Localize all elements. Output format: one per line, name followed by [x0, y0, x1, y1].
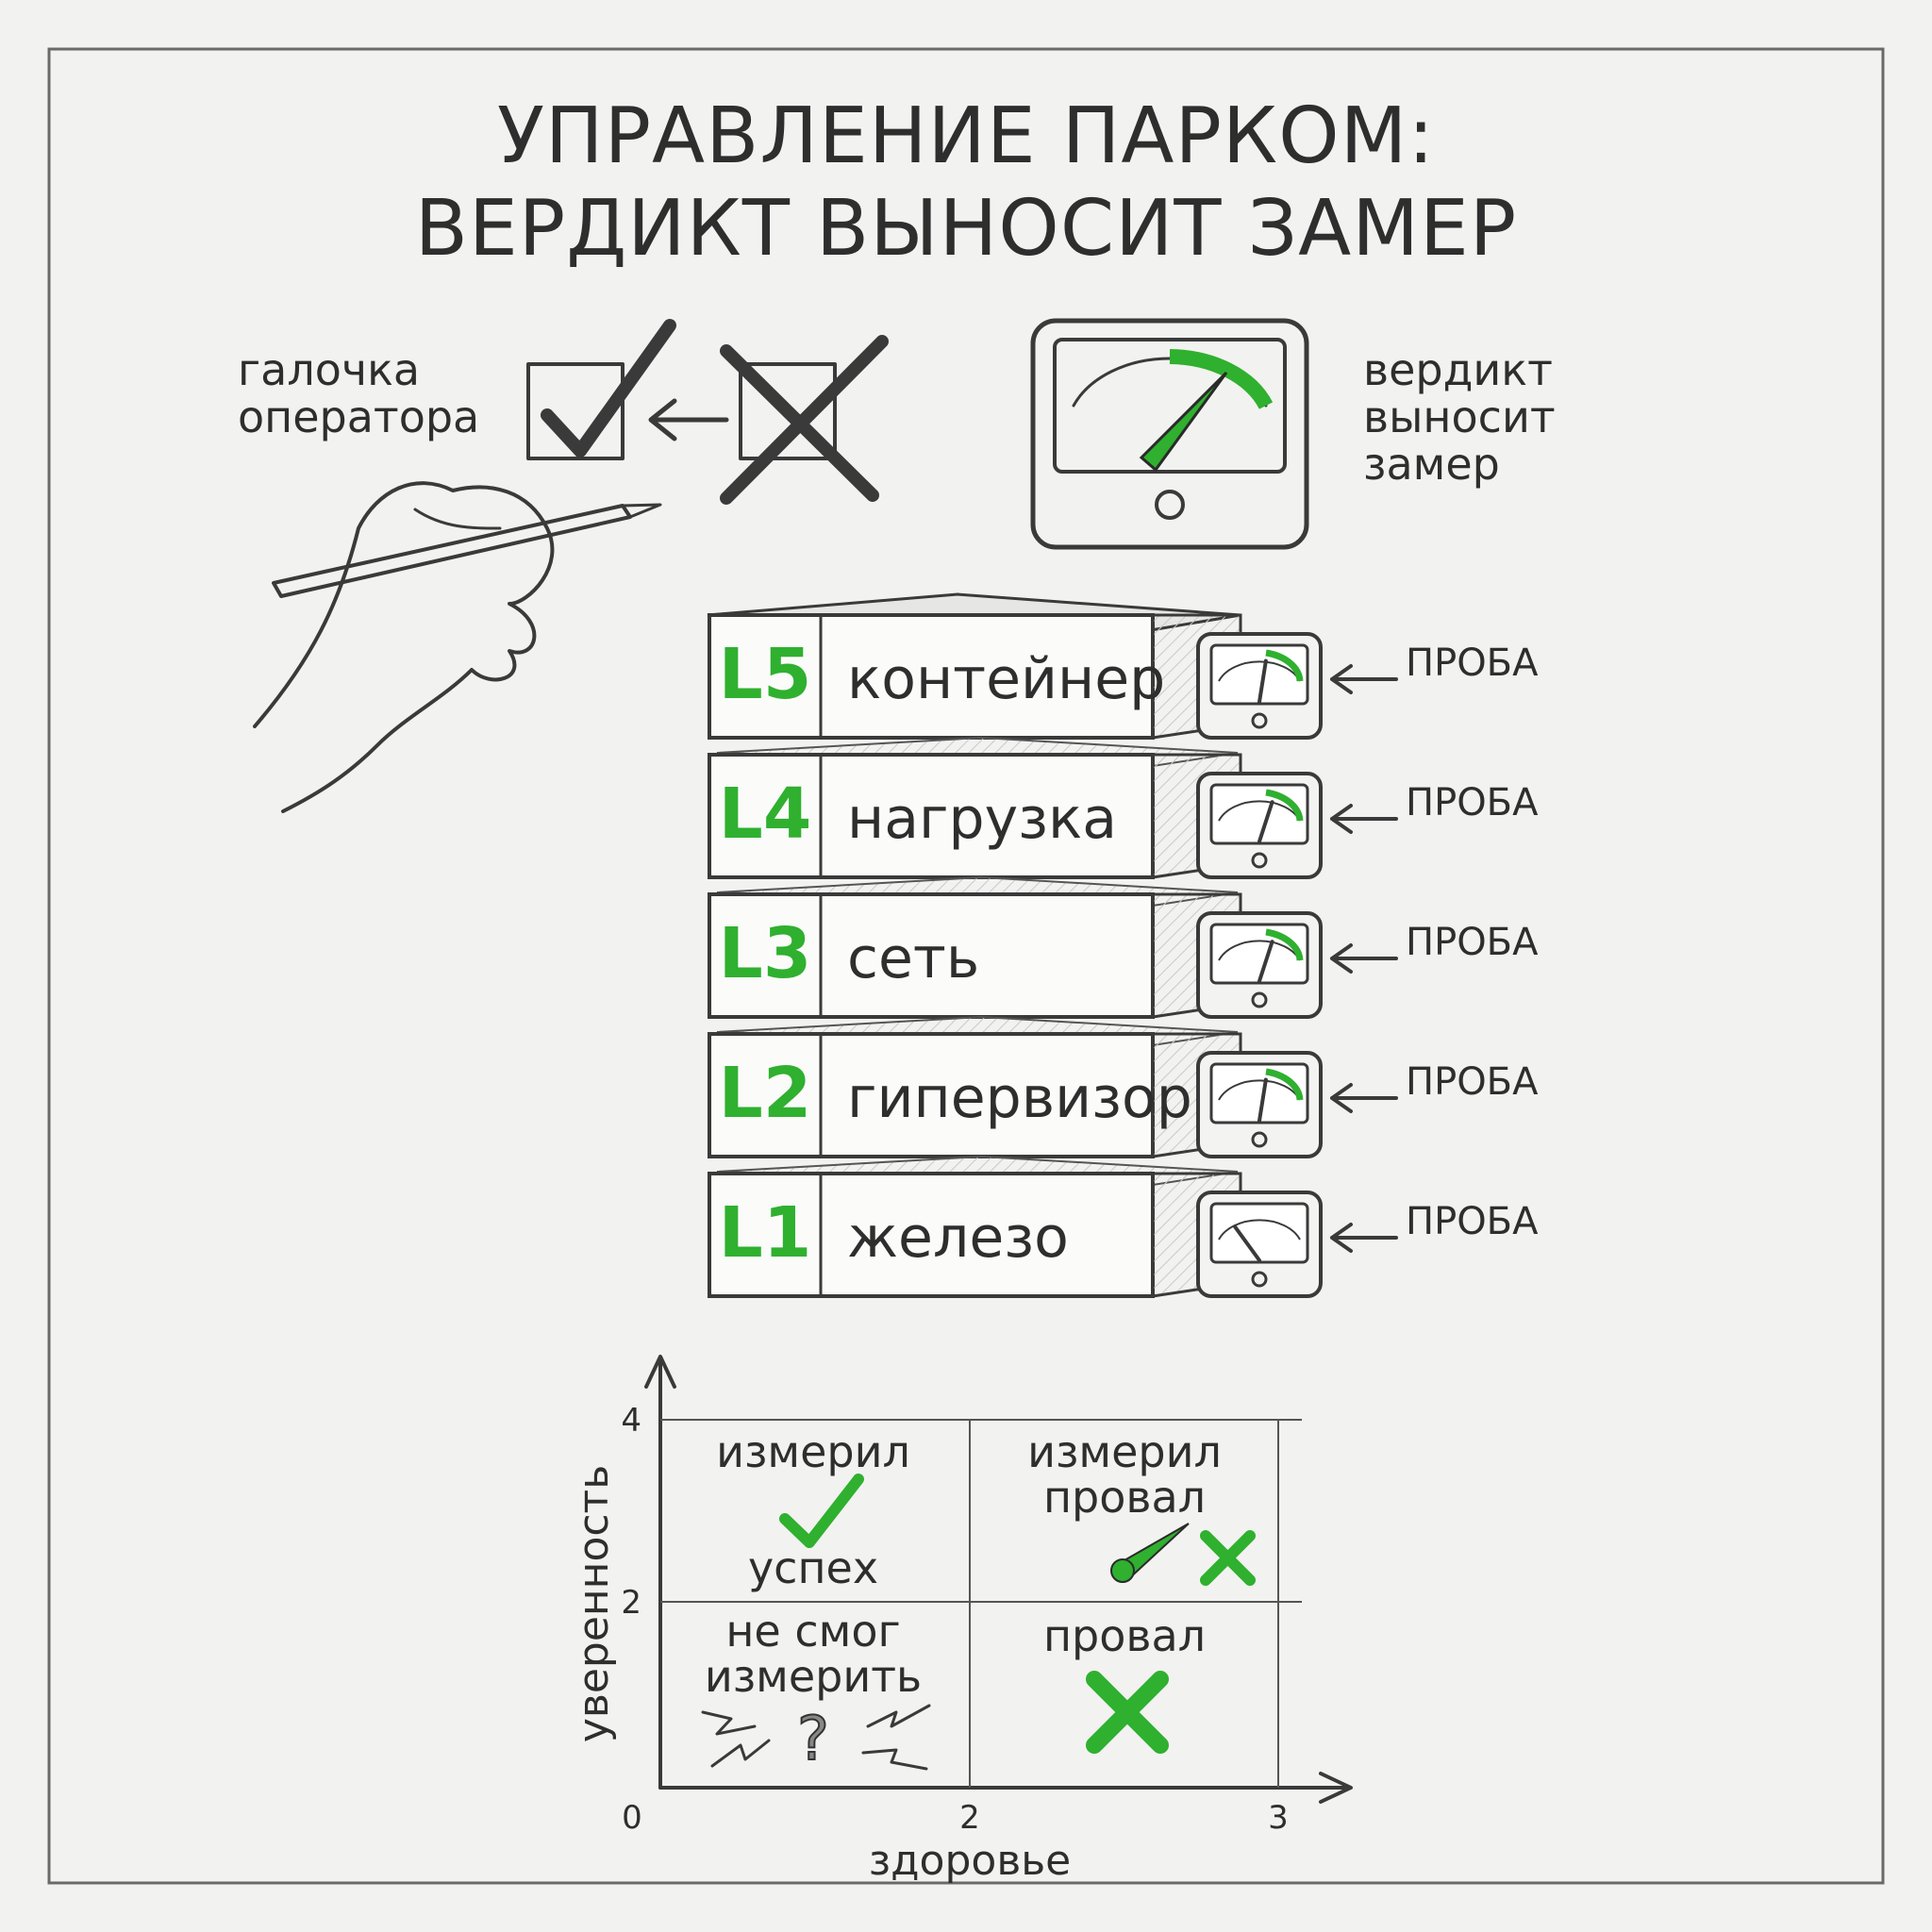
layer-l5: L5 контейнер ПРОБА	[707, 592, 1539, 740]
quadrant-chart: 4 2 0 2 3 здоровье уверенность измерил у…	[570, 1355, 1353, 1885]
check-icon	[779, 1474, 864, 1548]
y-axis-label: уверенность	[570, 1465, 618, 1742]
probe-label: ПРОБА	[1406, 641, 1539, 685]
verdict-meter-icon	[1030, 318, 1309, 550]
y-axis-arrow-icon	[644, 1355, 676, 1389]
probe-gauge-icon	[1196, 632, 1323, 740]
probe-arrow-icon	[1330, 664, 1398, 694]
operator-label-line-2: оператора	[238, 391, 479, 442]
layer-l3: L3 сеть ПРОБА	[708, 875, 1539, 1019]
layer-code: L2	[719, 1053, 812, 1134]
y-tick-2: 2	[621, 1584, 641, 1622]
title-line-2: ВЕРДИКТ ВЫНОСИТ ЗАМЕР	[415, 184, 1518, 274]
probe-label: ПРОБА	[1406, 781, 1539, 824]
quadrant-bottom-right-label: провал	[1043, 1610, 1206, 1661]
layer-code: L4	[719, 774, 812, 855]
svg-text:?: ?	[797, 1705, 829, 1774]
layer-code: L1	[719, 1192, 812, 1274]
x-axis-label: здоровье	[869, 1837, 1072, 1885]
meter-label-line-2: выносит	[1363, 391, 1556, 442]
probe-label: ПРОБА	[1406, 1200, 1539, 1243]
probe-arrow-icon	[1330, 804, 1398, 834]
quadrant-top-right-label-2: провал	[1043, 1472, 1206, 1523]
question-icon: ?	[701, 1704, 931, 1775]
layer-code: L3	[719, 913, 812, 994]
needle-cross-icon	[1110, 1523, 1256, 1586]
layer-l4: L4 нагрузка ПРОБА	[708, 736, 1539, 879]
meter-label-line-3: замер	[1363, 439, 1500, 490]
x-tick-3: 3	[1268, 1799, 1289, 1837]
probe-arrow-icon	[1330, 1083, 1398, 1113]
layer-code: L5	[719, 634, 812, 715]
quadrant-bottom-left-label-2: измерить	[705, 1651, 922, 1702]
title-line-1: УПРАВЛЕНИЕ ПАРКОМ:	[497, 92, 1435, 181]
layer-l2: L2 гипервизор ПРОБА	[708, 1015, 1539, 1158]
quadrant-top-left-label: измерил	[716, 1426, 910, 1477]
cross-icon	[1086, 1671, 1169, 1754]
checked-box-icon	[526, 319, 676, 460]
probe-gauge-icon	[1196, 1191, 1323, 1298]
x-tick-0: 0	[622, 1799, 642, 1837]
operator-label-line-1: галочка	[238, 344, 420, 395]
layer-name: нагрузка	[847, 786, 1117, 852]
probe-arrow-icon	[1330, 943, 1398, 974]
layer-l1: L1 железо ПРОБА	[708, 1155, 1539, 1298]
probe-gauge-icon	[1196, 911, 1323, 1019]
sketch-frame	[47, 47, 1885, 1885]
probe-gauge-icon	[1196, 1051, 1323, 1158]
quadrant-top-right-label-1: измерил	[1027, 1426, 1222, 1477]
arrow-left-icon	[648, 398, 729, 441]
x-tick-2: 2	[959, 1799, 980, 1837]
y-tick-4: 4	[621, 1402, 641, 1440]
layer-name: железо	[847, 1205, 1069, 1271]
meter-label-line-1: вердикт	[1363, 344, 1553, 395]
quadrant-bottom-left-label-1: не смог	[725, 1606, 900, 1657]
layer-name: сеть	[847, 925, 979, 991]
quadrant-top-left-sublabel: успех	[748, 1542, 878, 1593]
probe-arrow-icon	[1330, 1223, 1398, 1253]
probe-label: ПРОБА	[1406, 921, 1539, 964]
crossed-box-icon	[720, 335, 889, 505]
x-axis-arrow-icon	[1319, 1772, 1353, 1804]
layer-name: гипервизор	[847, 1065, 1192, 1131]
probe-label: ПРОБА	[1406, 1060, 1539, 1104]
hand-pencil-icon	[253, 481, 662, 813]
layer-name: контейнер	[847, 646, 1165, 712]
probe-gauge-icon	[1196, 772, 1323, 879]
